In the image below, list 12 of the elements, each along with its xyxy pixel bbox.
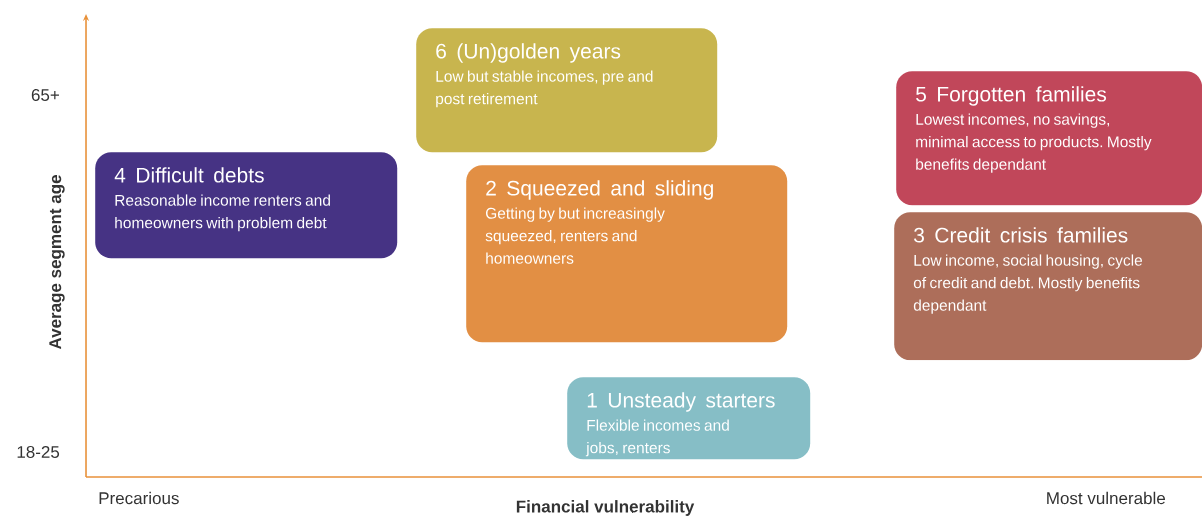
segment-box: 4 Difficult debts Reasonable income renters and homeowners with problem debt bbox=[95, 152, 398, 259]
segment-box: 1 Unsteady starters Flexible incomes and jobs, renters bbox=[567, 377, 811, 460]
axis-end-label: Most vulnerable bbox=[1047, 491, 1165, 505]
segment-box: 5 Forgotten families Lowest incomes, no savings, minimal access to products. Mostly benefits dependant bbox=[896, 71, 1202, 206]
segment-box: 2 Squeezed and sliding Getting by but increasingly squeezed, renters and homeowners bbox=[466, 165, 788, 343]
axis-title: Average segment age bbox=[49, 175, 65, 350]
axis-end-label: Precarious bbox=[99, 491, 179, 505]
axis-title: Financial vulnerability bbox=[516, 500, 695, 516]
segment-box: 6 (Un)golden years Low but stable incomes, pre and post retirement bbox=[416, 28, 718, 153]
tick-label: 65+ bbox=[31, 88, 59, 101]
segment-box: 3 Credit crisis families Low income, social housing, cycle of credit and debt. Mostly benefits dependant bbox=[894, 212, 1202, 361]
tick-label: 18-25 bbox=[17, 445, 60, 458]
